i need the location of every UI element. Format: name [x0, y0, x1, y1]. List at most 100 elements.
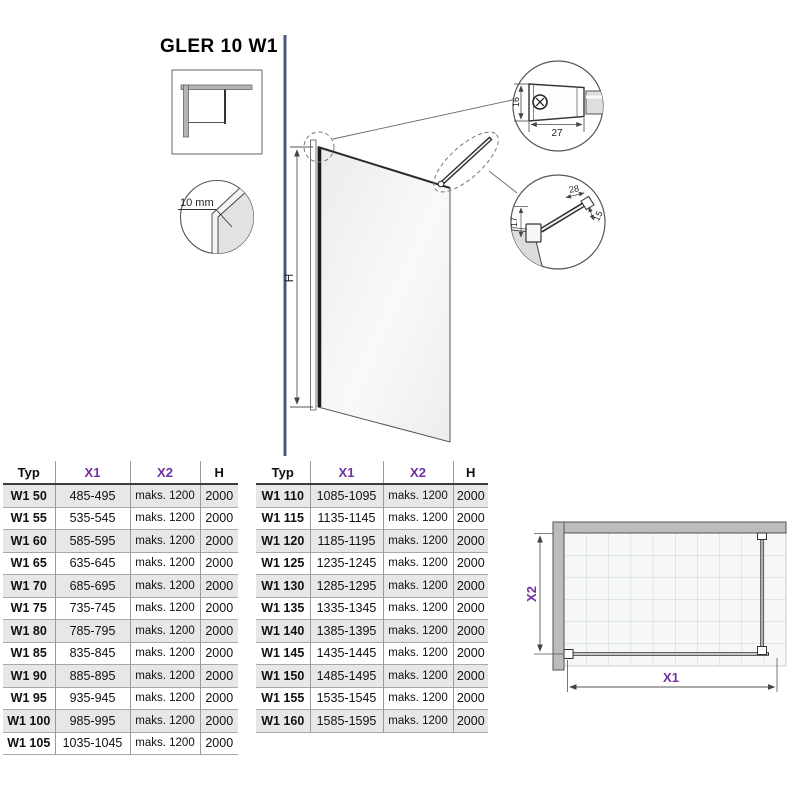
table-cell: W1 85 [10, 646, 47, 661]
table-cell: 2000 [199, 574, 238, 597]
table-cell: W1 55 [10, 511, 47, 526]
table-cell: 1235-1245 [309, 552, 383, 575]
plan-view: X2 X1 [524, 521, 787, 692]
table-cell: W1 75 [10, 601, 47, 616]
table-cell: W1 140 [261, 623, 305, 638]
table-cell: 2000 [452, 664, 488, 687]
table-header-row: Typ X1 X2 H [3, 461, 238, 485]
height-dimension: H [282, 146, 313, 408]
table-cell: maks. 1200 [129, 484, 200, 507]
table-cell: W1 90 [10, 668, 47, 683]
table-cell: 1085-1095 [309, 484, 383, 507]
table-cell: 2000 [199, 484, 238, 507]
table-cell: W1 125 [261, 556, 305, 571]
table-cell: 635-645 [54, 552, 130, 575]
table-cell: W1 65 [10, 556, 47, 571]
table-cell: 2000 [452, 687, 488, 710]
thickness-label: 10 mm [180, 197, 214, 209]
table-cell: maks. 1200 [382, 619, 453, 642]
table-cell: W1 70 [10, 578, 47, 593]
table-cell: 1335-1345 [309, 597, 383, 620]
table-cell: maks. 1200 [382, 687, 453, 710]
mount-type-icon [171, 69, 263, 155]
table-cell: 2000 [199, 619, 238, 642]
screw-icon [532, 94, 548, 110]
table-cell: W1 160 [261, 713, 305, 728]
table-cell: 2000 [199, 597, 238, 620]
table-cell: 1535-1545 [309, 687, 383, 710]
table-cell: 2000 [452, 709, 488, 732]
glass-thickness-detail: 10 mm [178, 179, 255, 255]
col-header-h: H [452, 461, 488, 485]
table-cell: 2000 [199, 732, 238, 755]
table-cell: 2000 [199, 642, 238, 665]
table-cell: W1 130 [261, 578, 305, 593]
table-cell: 735-745 [54, 597, 130, 620]
table-cell: 2000 [452, 597, 488, 620]
height-label: H [282, 274, 296, 283]
wall-top [552, 521, 787, 534]
x1-label: X1 [663, 670, 679, 685]
table-cell: 1035-1045 [54, 732, 130, 755]
table-cell: W1 150 [261, 668, 305, 683]
table-cell: 1135-1145 [309, 507, 383, 530]
col-header-x2: X2 [382, 461, 453, 485]
table-cell: maks. 1200 [129, 552, 200, 575]
table-cell: W1 115 [261, 511, 304, 526]
table-cell: 2000 [199, 664, 238, 687]
table-cell: 835-845 [54, 642, 130, 665]
x2-label: X2 [524, 586, 539, 602]
bracket-height-label: 16 [511, 97, 521, 107]
support-bar-detail: 28 15 17 [509, 174, 606, 270]
col-header-x2: X2 [129, 461, 200, 485]
table-cell: maks. 1200 [129, 507, 200, 530]
bar-width-label: 28 [568, 183, 580, 195]
glass-panel-plan [563, 649, 769, 659]
table-cell: maks. 1200 [129, 529, 200, 552]
table-cell: 1585-1595 [309, 709, 383, 732]
table-cell: 935-945 [54, 687, 130, 710]
wall-left [552, 521, 565, 671]
table-cell: maks. 1200 [382, 574, 453, 597]
table-cell: W1 50 [10, 488, 47, 503]
table-cell: maks. 1200 [129, 619, 200, 642]
x1-dimension: X1 [567, 658, 778, 692]
table-cell: W1 145 [261, 646, 305, 661]
table-cell: 2000 [452, 507, 488, 530]
table-cell: 2000 [199, 552, 238, 575]
table-cell: 1185-1195 [309, 529, 383, 552]
bar-clamp-label: 17 [509, 217, 519, 227]
x2-dimension: X2 [524, 533, 563, 655]
bracket-width-label: 27 [551, 128, 563, 139]
wall-bracket-detail: 16 27 [511, 60, 604, 152]
table-header-row: Typ X1 X2 H [256, 461, 488, 485]
table-cell: 1385-1395 [309, 619, 383, 642]
table-cell: 2000 [199, 687, 238, 710]
table-cell: maks. 1200 [382, 484, 453, 507]
table-cell: 1485-1495 [309, 664, 383, 687]
table-cell: maks. 1200 [382, 597, 453, 620]
panel-elevation: H [282, 99, 518, 443]
table-cell: 2000 [199, 507, 238, 530]
table-cell: W1 80 [10, 623, 47, 638]
table-cell: maks. 1200 [382, 552, 453, 575]
table-cell: 2000 [452, 574, 488, 597]
tiled-floor [563, 532, 787, 667]
table-cell: W1 105 [7, 736, 51, 751]
